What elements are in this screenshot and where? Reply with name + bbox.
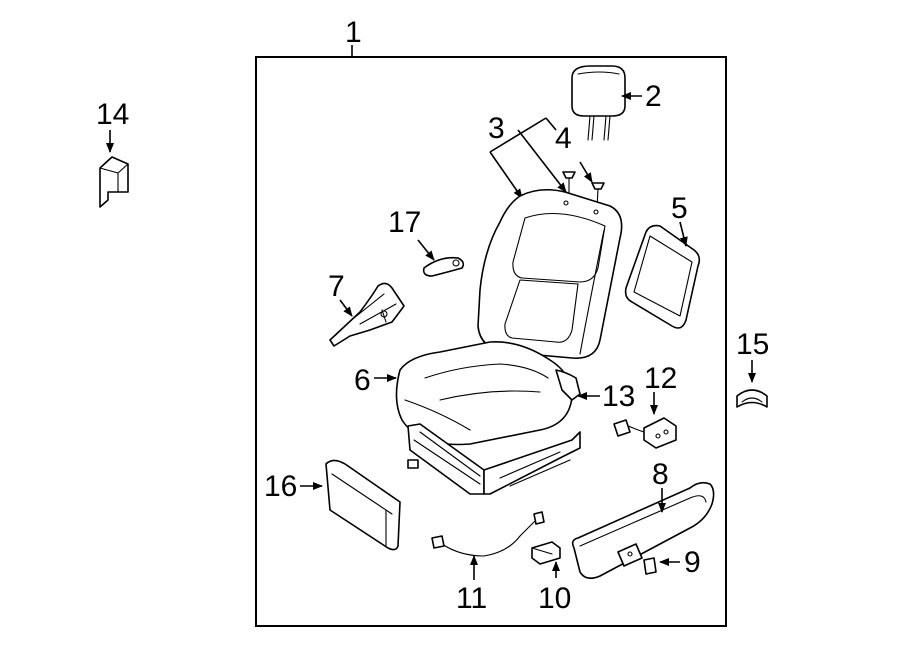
callout-10: 10 bbox=[538, 582, 571, 615]
part-3-seat-back bbox=[477, 188, 623, 359]
part-5-back-panel bbox=[624, 224, 701, 329]
callout-3-4-leaders bbox=[489, 117, 593, 199]
part-11-wire-harness bbox=[431, 511, 545, 557]
callout-13: 13 bbox=[602, 380, 635, 413]
part-7-recliner-cover bbox=[329, 282, 405, 347]
seat-assembly-frame bbox=[255, 56, 727, 627]
callout-1: 1 bbox=[345, 16, 362, 49]
callout-9: 9 bbox=[684, 546, 701, 579]
callout-14: 14 bbox=[96, 98, 129, 131]
callout-6: 6 bbox=[354, 364, 371, 397]
callout-2: 2 bbox=[645, 80, 662, 113]
part-17-bracket bbox=[422, 256, 465, 277]
callout-17-leader bbox=[417, 239, 435, 261]
part-10-block bbox=[531, 541, 561, 565]
part-2-headrest bbox=[571, 65, 626, 141]
part-8-side-shield bbox=[571, 481, 715, 580]
part-15-cap bbox=[736, 389, 768, 408]
callout-5: 5 bbox=[671, 192, 688, 225]
callout-15: 15 bbox=[736, 328, 769, 361]
callout-11: 11 bbox=[456, 582, 487, 615]
callout-7: 7 bbox=[328, 270, 345, 303]
callout-4: 4 bbox=[555, 122, 572, 155]
callout-8: 8 bbox=[652, 458, 669, 491]
part-16-side-panel bbox=[325, 459, 401, 551]
seat-track-frame bbox=[407, 369, 581, 495]
callout-17: 17 bbox=[388, 206, 421, 239]
callout-5-leader bbox=[679, 221, 688, 247]
callout-12: 12 bbox=[644, 362, 677, 395]
callout-7-leader bbox=[339, 299, 353, 317]
part-14-side-clip bbox=[99, 156, 129, 208]
part-4-headrest-guides bbox=[562, 171, 605, 209]
part-12-switch bbox=[613, 417, 677, 449]
callout-16: 16 bbox=[264, 470, 297, 503]
part-9-knob bbox=[643, 557, 657, 575]
callout-3: 3 bbox=[488, 112, 505, 145]
